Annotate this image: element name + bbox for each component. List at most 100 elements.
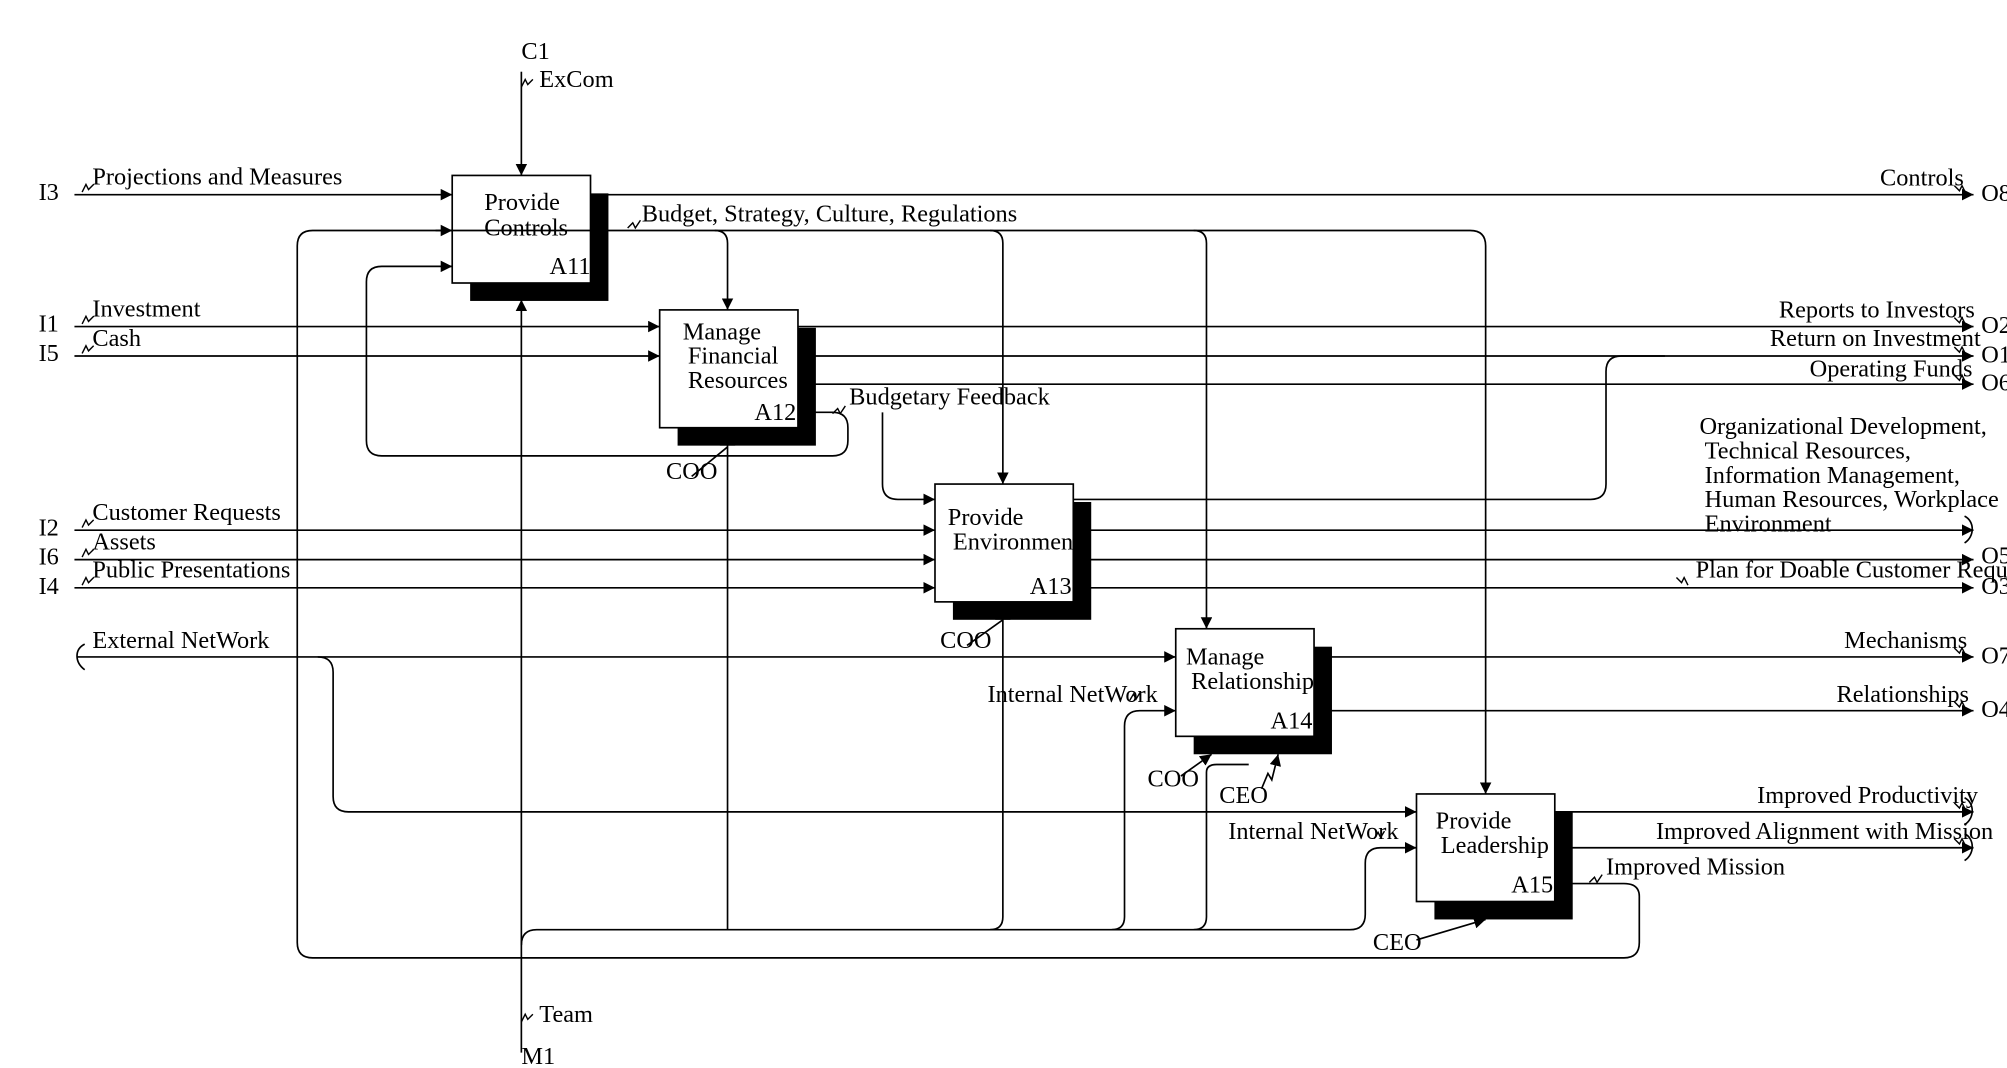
- mechanism-code-m1: M1: [521, 1043, 555, 1068]
- activity-a15: Provide Leadership A15: [1415, 793, 1573, 920]
- activity-id-a14: A14: [1271, 708, 1313, 735]
- input-label-public-presentations: Public Presentations: [92, 557, 290, 584]
- mechanism-arrowheads: [719, 435, 1011, 620]
- output-code-o7: O7: [1981, 642, 2007, 669]
- mechanism-coo-a13: COO: [940, 619, 1004, 654]
- output-o4: Relationships O4: [1314, 681, 2007, 723]
- input-label-external-network: External NetWork: [92, 627, 270, 654]
- control-label-excom: ExCom: [539, 66, 613, 93]
- label-budget-strategy: Budget, Strategy, Culture, Regulations: [642, 201, 1017, 228]
- output-label-reports: Reports to Investors: [1779, 297, 1975, 324]
- arrow-team-distribution: [520, 427, 1417, 946]
- control-code-c1: C1: [521, 38, 549, 65]
- input-code-i5: I5: [39, 340, 59, 367]
- label-improved-mission: Improved Mission: [1606, 854, 1785, 881]
- output-label-controls: Controls: [1880, 165, 1964, 192]
- output-o8: Controls O8: [590, 165, 2007, 207]
- output-code-o4: O4: [1981, 696, 2007, 723]
- mechanism-ceo-a14: CEO: [1219, 754, 1281, 809]
- input-i5: I5 Cash: [39, 325, 660, 367]
- output-org-line-4: Human Resources, Workplace: [1705, 486, 1999, 513]
- output-improved-productivity: Improved Productivity: [1554, 782, 1979, 826]
- activity-name-a12-l1: Manage: [683, 318, 761, 345]
- label-budgetary-feedback: Budgetary Feedback: [849, 384, 1050, 411]
- output-o1: Return on Investment O1: [797, 325, 2007, 368]
- activity-name-a15-l2: Leadership: [1441, 832, 1549, 859]
- output-o6: Operating Funds O6: [797, 355, 2007, 397]
- output-code-o2: O2: [1981, 312, 2007, 339]
- mechanism-coo-a12: COO: [666, 446, 729, 485]
- output-code-o5: O5: [1981, 542, 2007, 569]
- input-code-i2: I2: [39, 514, 59, 541]
- input-code-i6: I6: [39, 544, 59, 571]
- activity-name-a11-l2: Controls: [484, 215, 568, 242]
- mechanism-ceo-a15: CEO: [1373, 917, 1486, 956]
- label-internal-network-a14: Internal NetWork: [987, 681, 1158, 708]
- input-i4: I4 Public Presentations: [39, 557, 935, 600]
- output-org-line-2: Technical Resources,: [1705, 437, 1911, 464]
- input-code-i1: I1: [39, 311, 59, 338]
- output-label-plan: Plan for Doable Customer Requirements: [1696, 557, 2007, 584]
- input-i3: I3 Projections and Measures: [39, 163, 453, 206]
- activity-box-a12: [658, 309, 799, 429]
- output-label-productivity: Improved Productivity: [1757, 782, 1979, 809]
- activity-id-a12: A12: [754, 399, 796, 426]
- output-label-operating-funds: Operating Funds: [1810, 355, 1973, 382]
- activity-name-a14-l2: Relationships: [1191, 668, 1323, 695]
- label-ceo-a14: CEO: [1219, 782, 1268, 809]
- activity-a11: Provide Controls A11: [451, 174, 609, 301]
- input-label-customer-requests: Customer Requests: [92, 499, 281, 526]
- output-organizational-development: Organizational Development, Technical Re…: [1073, 413, 1999, 544]
- output-code-o8: O8: [1981, 180, 2007, 207]
- input-label-projections: Projections and Measures: [92, 163, 342, 190]
- activity-a14: Manage Relationships A14: [1174, 627, 1332, 755]
- output-code-o6: O6: [1981, 370, 2007, 397]
- output-o2: Reports to Investors O2: [797, 297, 2007, 339]
- control-c1: C1 ExCom: [515, 38, 614, 176]
- activity-name-a13-l1: Provide: [948, 504, 1024, 531]
- activity-name-a11-l1: Provide: [484, 189, 560, 216]
- output-o7: Mechanisms O7: [1314, 627, 2007, 669]
- mechanism-label-team: Team: [539, 1001, 593, 1028]
- label-coo-a13: COO: [940, 627, 991, 654]
- output-code-o3: O3: [1981, 573, 2007, 600]
- activity-a13: Provide Environment A13: [934, 483, 1092, 620]
- activity-name-a12-l3: Resources: [688, 367, 788, 394]
- arrow-budgetary-feedback: Budgetary Feedback: [365, 260, 1051, 506]
- output-label-return: Return on Investment: [1770, 325, 1981, 352]
- output-o3: Plan for Doable Customer Requirements O3: [1073, 557, 2007, 600]
- activity-box-a13: [934, 483, 1075, 603]
- activity-name-a13-l2: Environment: [953, 528, 1080, 555]
- activity-box-a14: [1174, 627, 1315, 738]
- input-i6: I6 Assets: [39, 528, 935, 571]
- activity-name-a12-l2: Financial: [688, 343, 779, 370]
- activity-id-a15: A15: [1511, 872, 1553, 899]
- label-ceo-a15: CEO: [1373, 929, 1422, 956]
- input-label-assets: Assets: [92, 528, 156, 555]
- output-org-line-1: Organizational Development,: [1699, 413, 1986, 440]
- activity-name-a15-l1: Provide: [1436, 808, 1512, 835]
- input-code-i4: I4: [39, 573, 59, 600]
- input-code-i3: I3: [39, 179, 59, 206]
- output-label-alignment: Improved Alignment with Mission: [1656, 818, 1993, 845]
- activity-id-a11: A11: [550, 253, 591, 280]
- label-internal-network-2: Internal NetWork: [1228, 818, 1399, 845]
- input-external-network: External NetWork: [76, 627, 1417, 818]
- activity-a12: Manage Financial Resources A12: [658, 309, 816, 446]
- output-improved-alignment: Improved Alignment with Mission: [1554, 818, 1993, 862]
- input-label-investment: Investment: [92, 295, 200, 322]
- mechanism-coo-a14: COO: [1148, 753, 1213, 792]
- arrow-improved-mission: Improved Mission: [1588, 854, 1785, 884]
- output-label-mechanisms: Mechanisms: [1844, 627, 1967, 654]
- output-org-line-5: Environment: [1705, 510, 1832, 537]
- output-o5: O5: [1073, 542, 2007, 569]
- arrow-budget-strategy: Budget, Strategy, Culture, Regulations: [296, 201, 1641, 959]
- activity-name-a14-l1: Manage: [1186, 644, 1264, 671]
- label-internal-network-1: Internal NetWork: [987, 681, 1158, 708]
- input-i2: I2 Customer Requests: [39, 499, 935, 541]
- activity-box-a11: [451, 174, 592, 284]
- arrow-environment-to-finance: [1073, 355, 1665, 501]
- output-label-relationships: Relationships: [1837, 681, 1969, 708]
- activity-id-a13: A13: [1030, 573, 1072, 600]
